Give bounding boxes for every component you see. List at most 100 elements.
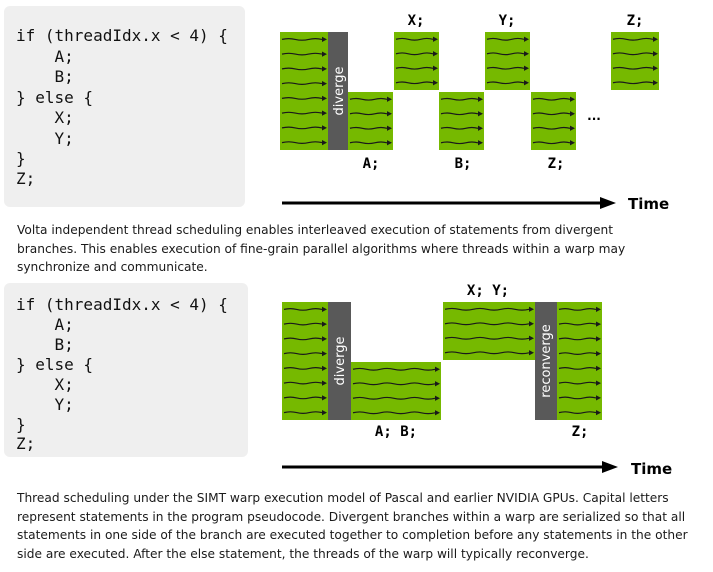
thread-arrowhead <box>322 410 327 416</box>
warp-block-bg <box>348 92 393 150</box>
thread-arrowhead <box>570 111 575 117</box>
label-ab: A; B; <box>375 424 417 440</box>
thread-arrow <box>281 141 323 144</box>
thread-arrowhead <box>529 350 534 356</box>
volta-caption: Volta independent thread scheduling enab… <box>17 223 626 274</box>
thread-arrow <box>444 351 530 355</box>
thread-arrow <box>486 66 525 70</box>
thread-arrowhead <box>387 125 392 131</box>
label-z-top: Z; <box>627 13 644 29</box>
thread-arrowhead <box>596 306 601 312</box>
warp-block-bg <box>280 32 328 150</box>
thread-arrowhead <box>433 36 438 42</box>
thread-arrow <box>395 66 434 70</box>
thread-arrow <box>532 141 571 145</box>
thread-arrowhead <box>387 111 392 117</box>
diverge-label: diverge <box>332 67 347 116</box>
code-line: } <box>16 149 26 168</box>
thread-arrowhead <box>596 380 601 386</box>
reconverge-bar <box>535 302 557 420</box>
thread-arrowhead <box>322 51 327 57</box>
thread-arrowhead <box>435 366 440 372</box>
thread-arrow <box>440 126 479 130</box>
label-xy: X; Y; <box>467 283 509 299</box>
thread-arrow <box>486 37 525 41</box>
thread-arrow <box>444 336 530 340</box>
thread-arrow <box>558 411 597 414</box>
warp-block-z-top <box>611 32 659 90</box>
code-line: Y; <box>16 129 74 148</box>
warp-block-ab <box>351 362 441 420</box>
thread-arrowhead <box>322 321 327 327</box>
thread-arrow <box>395 37 434 41</box>
code-line: if (threadIdx.x < 4) { <box>16 26 228 45</box>
thread-arrowhead <box>322 395 327 401</box>
thread-arrowhead <box>322 140 327 146</box>
thread-arrow <box>532 126 571 130</box>
thread-arrowhead <box>387 140 392 146</box>
thread-arrowhead <box>596 395 601 401</box>
thread-arrowhead <box>322 306 327 312</box>
warp-block-bg <box>394 32 439 90</box>
thread-arrowhead <box>478 96 483 102</box>
warp-block-z <box>557 302 602 420</box>
thread-arrowhead <box>435 381 440 387</box>
warp-block-bg <box>282 302 328 420</box>
warp-block-full <box>280 32 328 150</box>
thread-arrowhead <box>570 96 575 102</box>
volta-scheduling-diagram: diverge X; Y; Z; A; B; Z; ... Time <box>280 13 669 213</box>
thread-arrowhead <box>596 351 601 357</box>
code-line: B; <box>16 335 74 354</box>
thread-arrowhead <box>433 51 438 57</box>
code-line: Y; <box>16 395 74 414</box>
code-line: X; <box>16 375 74 394</box>
thread-arrow <box>283 322 323 326</box>
thread-arrowhead <box>596 321 601 327</box>
thread-arrowhead <box>322 351 327 357</box>
warp-block-y <box>485 32 530 90</box>
thread-arrow <box>349 141 388 145</box>
warp-block-x <box>394 32 439 90</box>
code-line: } <box>16 415 26 434</box>
warp-block-bg <box>611 32 659 90</box>
thread-arrowhead <box>322 66 327 72</box>
pascal-code-block: if (threadIdx.x < 4) { A; B; } else { X;… <box>4 283 248 457</box>
thread-arrow <box>558 396 597 400</box>
thread-arrow <box>558 322 597 326</box>
thread-arrow <box>532 112 571 116</box>
warp-block-z-bottom <box>531 92 576 150</box>
time-arrowhead <box>600 197 616 209</box>
diverge-bar <box>328 302 351 420</box>
thread-arrow <box>281 126 323 130</box>
thread-arrowhead <box>322 365 327 371</box>
thread-arrowhead <box>570 140 575 146</box>
thread-arrowhead <box>570 125 575 131</box>
thread-arrow <box>352 396 436 400</box>
thread-arrowhead <box>653 65 658 71</box>
thread-arrow <box>444 322 530 326</box>
thread-arrowhead <box>322 95 327 101</box>
thread-arrow <box>558 352 597 355</box>
volta-code-block: if (threadIdx.x < 4) { A; B; } else { X;… <box>4 6 245 207</box>
thread-arrow <box>395 52 434 56</box>
thread-arrowhead <box>529 306 534 312</box>
code-line: A; <box>16 47 74 66</box>
code-line: X; <box>16 108 74 127</box>
code-line: } else { <box>16 355 94 374</box>
thread-arrow <box>281 67 323 71</box>
thread-arrow <box>612 37 654 41</box>
warp-block-b <box>439 92 484 150</box>
thread-arrow <box>612 66 654 70</box>
label-z: Z; <box>572 424 589 440</box>
thread-arrowhead <box>322 110 327 116</box>
thread-arrow <box>558 337 597 341</box>
label-y: Y; <box>499 13 516 29</box>
thread-arrow <box>440 97 479 101</box>
warp-block-bg <box>531 92 576 150</box>
thread-arrow <box>283 307 323 311</box>
label-b: B; <box>455 156 472 172</box>
warp-block-xy <box>443 302 535 360</box>
time-label: Time <box>628 195 669 213</box>
thread-arrow <box>395 81 434 85</box>
thread-arrow <box>352 411 436 415</box>
